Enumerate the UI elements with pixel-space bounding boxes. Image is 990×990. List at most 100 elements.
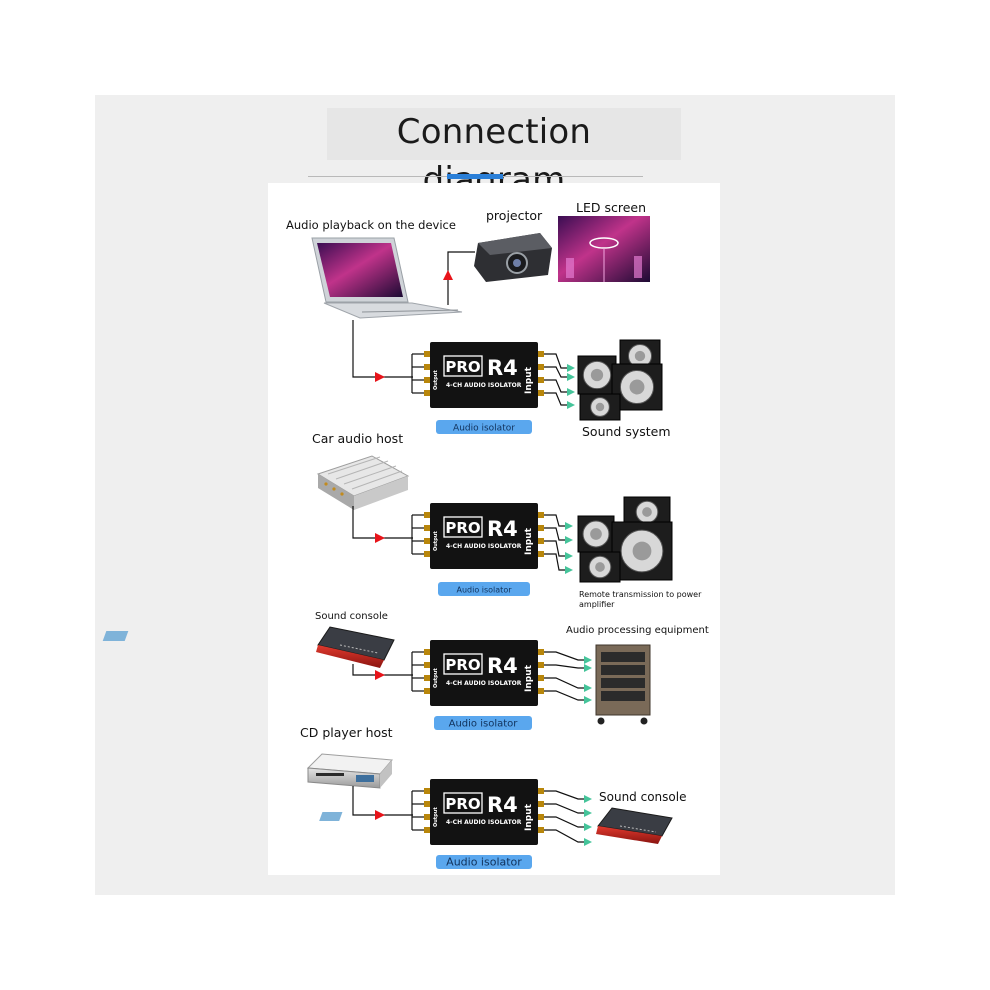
- projector-icon: [474, 233, 552, 282]
- output-port: [424, 662, 430, 668]
- output-port: [424, 788, 430, 794]
- input-side-label: Input: [524, 664, 534, 692]
- output-side-label: Output: [433, 668, 439, 688]
- output-side-label: Output: [433, 531, 439, 551]
- source-label: CD player host: [300, 725, 393, 740]
- output-port: [424, 351, 430, 357]
- device-body: [430, 779, 538, 845]
- device-label-pill: [436, 855, 532, 869]
- input-port: [538, 512, 544, 518]
- input-side-label: Input: [524, 803, 534, 831]
- output-side-label: Output: [433, 807, 439, 827]
- output-arrow: [584, 823, 592, 831]
- input-port: [538, 662, 544, 668]
- input-port: [538, 675, 544, 681]
- speaker-dustcap: [642, 507, 652, 517]
- device-label: Audio isolator: [453, 424, 515, 434]
- output-port: [424, 688, 430, 694]
- sound-system-icon: Sound system: [577, 339, 671, 439]
- led-screen-label: LED screen: [576, 200, 646, 215]
- title-box: [327, 108, 681, 160]
- device-subtitle: 4-CH AUDIO ISOLATOR: [446, 680, 522, 687]
- device-label-pill: [436, 420, 532, 434]
- section-2: Car audio host Remote transmission to po…: [312, 431, 704, 609]
- output-arrow: [565, 536, 573, 544]
- input-line: [352, 320, 413, 378]
- input-port: [538, 801, 544, 807]
- output-arrow: [565, 552, 573, 560]
- device-subtitle: 4-CH AUDIO ISOLATOR: [446, 543, 522, 550]
- output-line: [544, 790, 584, 800]
- output-arrow: [567, 364, 575, 372]
- input-arrow: [375, 372, 385, 382]
- output-line: [544, 553, 565, 571]
- output-port: [424, 364, 430, 370]
- output-line: [544, 677, 584, 689]
- speaker-dustcap: [629, 379, 645, 395]
- output-side-label: Output: [433, 370, 439, 390]
- speaker-dustcap: [590, 368, 604, 382]
- cd-player-icon: [306, 753, 394, 789]
- video-line: [447, 251, 475, 305]
- input-port: [538, 377, 544, 383]
- output-arrow: [565, 522, 573, 530]
- up-arrow: [443, 270, 453, 280]
- input-port: [538, 364, 544, 370]
- output-port: [424, 390, 430, 396]
- output-line: [544, 379, 567, 393]
- output-line: [544, 514, 565, 527]
- input-port: [538, 551, 544, 557]
- brand-text: PRO: [445, 656, 480, 674]
- output-port: [424, 675, 430, 681]
- output-line: [544, 690, 584, 701]
- output-line: [544, 829, 584, 843]
- output-port: [424, 538, 430, 544]
- model-text: R4: [487, 654, 518, 678]
- laptop-icon: [311, 237, 463, 319]
- output-port: [424, 814, 430, 820]
- target-label: Audio processing equipment: [566, 625, 709, 636]
- output-arrow: [584, 684, 592, 692]
- input-port: [538, 538, 544, 544]
- input-line: [352, 786, 413, 816]
- brand-box: [443, 355, 483, 377]
- audio-rack-icon: [595, 644, 651, 725]
- output-arrow: [567, 373, 575, 381]
- output-line: [544, 353, 567, 369]
- device-body: [430, 342, 538, 408]
- output-arrow: [584, 838, 592, 846]
- section-4: CD player host Sound console: [300, 725, 686, 844]
- output-port: [424, 801, 430, 807]
- output-arrow: [584, 795, 592, 803]
- input-port: [538, 827, 544, 833]
- section-1: Audio playback on the device projector L…: [286, 200, 650, 382]
- speaker-icon: [611, 521, 673, 581]
- mixing-console-icon: [319, 807, 673, 844]
- speaker-icon: [579, 393, 621, 421]
- input-port: [538, 351, 544, 357]
- car-amplifier-icon: [316, 455, 410, 510]
- device-label: Audio isolator: [456, 586, 512, 595]
- output-line: [544, 664, 584, 669]
- output-port: [424, 377, 430, 383]
- input-side-label: Input: [524, 366, 534, 394]
- device-label-pill: [434, 716, 532, 730]
- output-port: [424, 649, 430, 655]
- device-label-pill: [438, 582, 530, 596]
- input-line: [352, 506, 413, 539]
- brand-box: [443, 653, 483, 675]
- output-port: [424, 551, 430, 557]
- input-port: [538, 525, 544, 531]
- source-label: Sound console: [315, 611, 388, 622]
- model-text: R4: [487, 517, 518, 541]
- brand-box: [443, 516, 483, 538]
- speaker-dustcap: [632, 541, 652, 561]
- model-text: R4: [487, 356, 518, 380]
- target-label: Remote transmission to power amplifier: [579, 590, 704, 609]
- speaker-icon: [611, 363, 663, 411]
